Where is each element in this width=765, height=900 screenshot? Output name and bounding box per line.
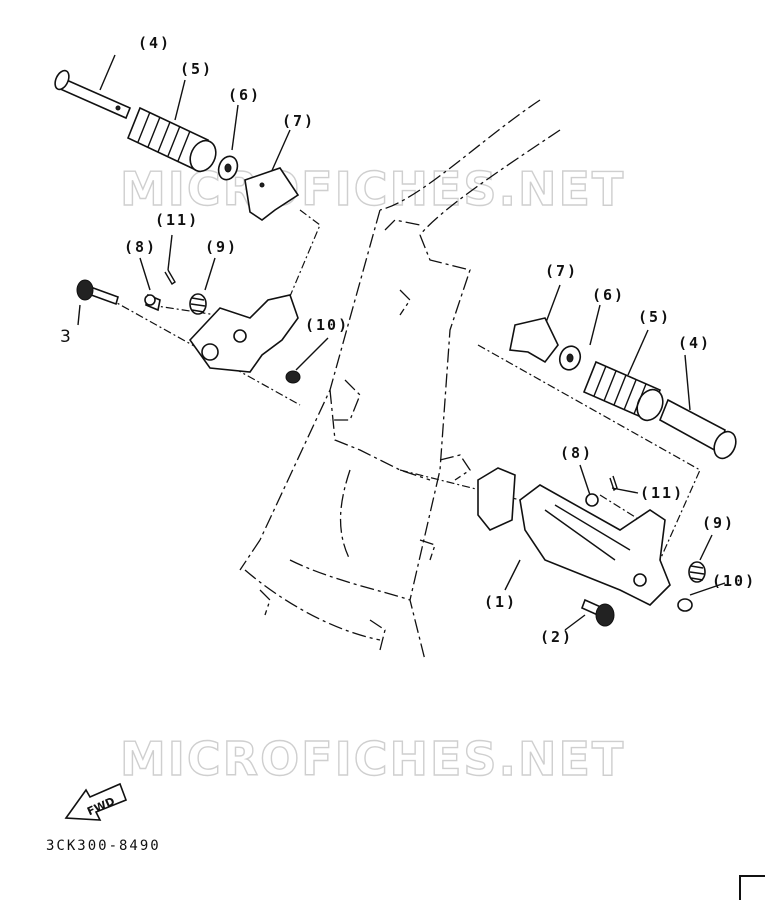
label-11-right: (11) <box>640 484 684 502</box>
label-9-left: (9) <box>205 238 238 256</box>
left-bracket-part <box>244 167 300 221</box>
label-5-right: (5) <box>638 308 671 326</box>
right-pin-part <box>585 493 599 507</box>
label-11-left: (11) <box>155 211 199 229</box>
label-6-right: (6) <box>592 286 625 304</box>
assembly-lines <box>77 54 726 631</box>
label-8-right: (8) <box>560 444 593 462</box>
left-washer-part <box>217 155 239 181</box>
right-footrest-assembly <box>477 317 737 627</box>
label-8-left: (8) <box>124 238 157 256</box>
left-footrest-pin-part <box>54 69 132 120</box>
left-footrest-bracket-body <box>188 294 299 373</box>
label-7-right: (7) <box>545 262 578 280</box>
left-footrest-assembly <box>54 69 301 384</box>
label-7-top: (7) <box>282 112 315 130</box>
label-4-right: (4) <box>678 334 711 352</box>
label-1: (1) <box>484 593 517 611</box>
left-bolt-part <box>76 279 119 306</box>
frame-outline <box>239 99 561 661</box>
label-10-right: (10) <box>712 572 756 590</box>
right-footrest-pin-part <box>658 398 737 460</box>
label-5-top: (5) <box>180 60 213 78</box>
corner-mark <box>739 875 765 900</box>
right-washer-small-part <box>677 598 693 612</box>
watermark-bottom: MICROFICHES.NET <box>120 732 625 786</box>
right-frame-mount-plate <box>477 467 516 531</box>
label-9-right: (9) <box>702 514 735 532</box>
label-6-top: (6) <box>228 86 261 104</box>
left-footrest-rubber-part <box>126 106 217 173</box>
label-3: 3 <box>60 327 71 347</box>
diagram-code: 3CK300-8490 <box>46 838 161 854</box>
left-cotter-pin-part <box>164 269 176 285</box>
left-spring-part <box>189 293 207 315</box>
label-2: (2) <box>540 628 573 646</box>
right-cotter-pin-part <box>609 475 618 492</box>
right-footrest-bracket-body <box>519 484 671 606</box>
right-spring-part <box>688 561 706 583</box>
label-4-top: (4) <box>138 34 171 52</box>
left-pin-part <box>144 293 161 312</box>
right-bracket-part <box>509 317 559 364</box>
fwd-arrow-icon: FWD <box>64 782 128 821</box>
right-washer-part <box>558 345 582 371</box>
label-10-left: (10) <box>305 316 349 334</box>
left-washer-small-part <box>285 370 301 384</box>
right-footrest-rubber-part <box>582 360 664 422</box>
right-bolt-part <box>580 598 615 627</box>
